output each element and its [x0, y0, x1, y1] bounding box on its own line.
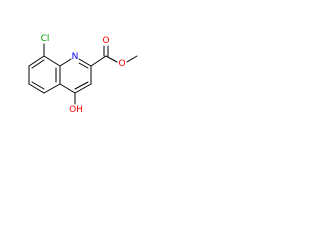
bond-c3-c4-double [74, 81, 89, 90]
bond-c4-c4a [59, 83, 76, 94]
nitrogen-atom-label: N [72, 52, 79, 62]
bond-c8-c7 [28, 55, 45, 67]
bond-c8a-n1 [59, 58, 72, 67]
bond-c2-carbonyl [90, 55, 107, 67]
bond-c8-c8a [43, 55, 61, 67]
bond-n1-c2 [78, 58, 92, 67]
ester-oxygen-label: O [118, 59, 125, 69]
bond-c5-c4a [43, 83, 61, 94]
molecule-structure: Cl N O O OH [28, 34, 138, 115]
chlorine-atom-label: Cl [41, 34, 50, 44]
bond-layer [28, 43, 138, 105]
hydroxyl-label: OH [69, 105, 83, 115]
bond-c8-c7-double [31, 59, 45, 69]
bond-c6-c5-double [31, 81, 45, 90]
bond-c6-c5 [28, 83, 45, 94]
bond-carbonyl-ester-o [105, 55, 118, 63]
bond-ester-o-methyl [126, 55, 138, 63]
bond-n1-c2-double [78, 62, 89, 69]
atom-label-layer: Cl N O O OH [41, 34, 126, 115]
bond-c3-c4 [74, 83, 92, 94]
carbonyl-oxygen-label: O [102, 36, 109, 46]
